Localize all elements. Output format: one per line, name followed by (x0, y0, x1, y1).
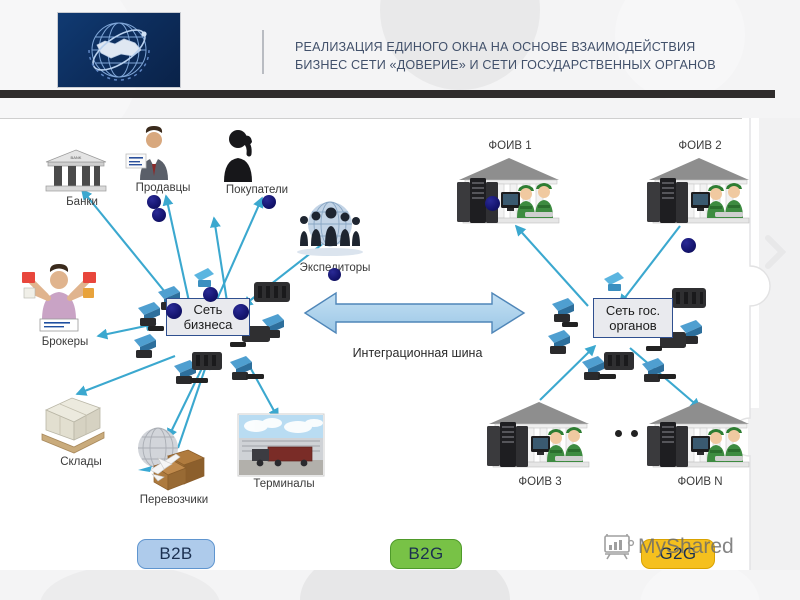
node-foiv-1[interactable]: ФОИВ 1 (455, 138, 565, 230)
government-server-icon (647, 402, 750, 468)
organization-logo (57, 12, 181, 88)
slide-header: РЕАЛИЗАЦИЯ ЕДИНОГО ОКНА НА ОСНОВЕ ВЗАИМО… (0, 0, 800, 90)
header-dark-band (0, 90, 775, 98)
badge-b2g[interactable]: B2G (390, 539, 462, 569)
node-foiv-n[interactable]: ФОИВ N (645, 400, 755, 488)
badge-b2g-label: B2G (408, 544, 444, 563)
marker-dot (166, 303, 182, 319)
globe-business-people-icon (297, 201, 363, 256)
badge-g2g-label: G2G (659, 544, 697, 563)
government-server-icon (647, 158, 750, 224)
badge-b2b[interactable]: B2B (137, 539, 215, 569)
bank-building-icon: BANK (45, 149, 107, 192)
node-foiv-1-label: ФОИВ 1 (488, 140, 532, 152)
emblem-russia-globe-icon (88, 22, 150, 81)
salesman-icon (124, 126, 178, 180)
header-separator (262, 30, 264, 74)
node-carriers-label: Перевозчики (139, 494, 209, 506)
bg-circle-decor (40, 565, 220, 600)
badge-g2g[interactable]: G2G (641, 539, 715, 569)
marker-dot (485, 196, 500, 211)
buyer-silhouette-icon (214, 126, 262, 182)
page-title: РЕАЛИЗАЦИЯ ЕДИНОГО ОКНА НА ОСНОВЕ ВЗАИМО… (295, 38, 785, 74)
marker-dot (262, 195, 276, 209)
node-warehouses[interactable]: Склады (38, 392, 124, 468)
page-title-line-1: РЕАЛИЗАЦИЯ ЕДИНОГО ОКНА НА ОСНОВЕ ВЗАИМО… (295, 40, 696, 54)
business-network-label-line1: Сеть (193, 302, 223, 317)
broker-multitask-icon (22, 264, 96, 332)
node-brokers[interactable]: Брокеры (20, 262, 110, 348)
marker-dot (681, 238, 696, 253)
marker-dot (328, 268, 341, 281)
node-foiv-n-label: ФОИВ N (677, 476, 723, 488)
integration-bus-label: Интеграционная шина (352, 346, 483, 360)
node-buyers-label: Покупатели (225, 184, 289, 196)
node-sellers[interactable]: Продавцы (124, 126, 202, 194)
page-title-line-2: БИЗНЕС СЕТИ «ДОВЕРИЕ» И СЕТИ ГОСУДАРСТВЕ… (295, 58, 716, 72)
globe-parcels-plane-icon (138, 427, 205, 491)
gov-network-label-line2: органов (609, 318, 657, 333)
node-foiv-2[interactable]: ФОИВ 2 (645, 138, 755, 230)
projector-screen-icon (604, 534, 635, 560)
myshared-watermark-text: MyShared (638, 535, 734, 558)
node-forwarders[interactable]: Экспедиторы (290, 198, 380, 274)
svg-text:BANK: BANK (71, 155, 82, 160)
marker-dot (152, 208, 166, 222)
node-brokers-label: Брокеры (41, 336, 89, 348)
government-server-icon (487, 402, 590, 468)
node-warehouses-label: Склады (60, 456, 102, 468)
node-foiv-2-label: ФОИВ 2 (678, 140, 722, 152)
gov-network-node[interactable]: Сеть гос. органов (593, 298, 673, 338)
myshared-watermark: MyShared (604, 534, 734, 560)
pallet-boxes-icon (41, 397, 105, 454)
marker-dot (233, 304, 249, 320)
node-foiv-3[interactable]: ФОИВ 3 (485, 400, 595, 488)
truck-terminal-icon (237, 413, 325, 477)
business-network-label-line2: бизнеса (183, 317, 233, 332)
node-terminals[interactable]: Терминалы (237, 413, 330, 490)
marker-dot (147, 195, 161, 209)
node-foiv-3-label: ФОИВ 3 (518, 476, 562, 488)
badge-b2b-label: B2B (159, 544, 193, 563)
russia-map-shape (96, 38, 142, 59)
marker-dot (203, 287, 218, 302)
node-banks-label: Банки (66, 196, 98, 208)
node-banks[interactable]: BANK Банки (44, 148, 120, 208)
node-carriers[interactable]: Перевозчики (128, 424, 220, 506)
gov-network-label-line1: Сеть гос. (605, 303, 661, 318)
node-terminals-label: Терминалы (253, 478, 315, 490)
node-sellers-label: Продавцы (135, 182, 191, 194)
node-buyers[interactable]: Покупатели (214, 126, 300, 196)
government-server-icon (457, 158, 560, 224)
bg-circle-decor (615, 0, 745, 100)
